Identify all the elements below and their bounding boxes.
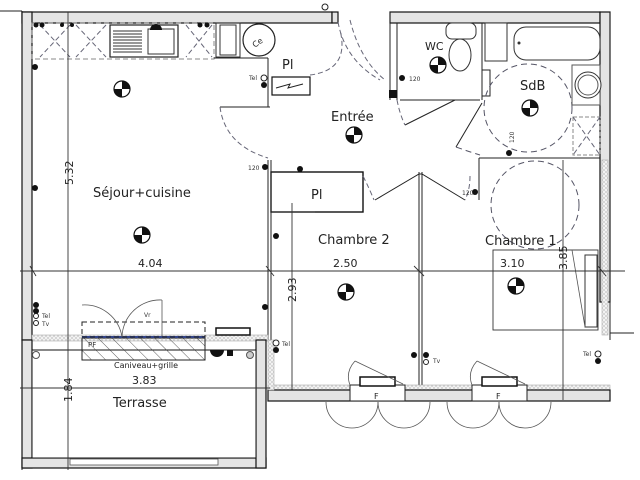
dim-sejour-width: 4.04 bbox=[138, 257, 163, 270]
dim-chambre2-height: 2.93 bbox=[286, 278, 299, 303]
room-label-chambre1: Chambre 1 bbox=[485, 234, 557, 249]
svg-text:Tel: Tel bbox=[41, 313, 50, 320]
room-label-entree: Entrée bbox=[331, 110, 374, 125]
window-f1: F bbox=[325, 360, 431, 429]
height-label: 120 bbox=[509, 131, 516, 143]
svg-text:Tel: Tel bbox=[582, 351, 591, 358]
boiler-ce bbox=[242, 23, 276, 57]
dimension-lines bbox=[20, 12, 625, 470]
walls-right-block bbox=[389, 11, 634, 340]
pf-label: PF bbox=[88, 341, 96, 349]
dim-terrasse-width: 3.83 bbox=[132, 374, 157, 387]
wc-block: 120 bbox=[389, 22, 483, 126]
caniveau-label: Caniveau+grille bbox=[114, 361, 178, 370]
vr-label: Vr bbox=[144, 312, 151, 319]
partitions-center bbox=[214, 19, 600, 385]
height-label: 120 bbox=[462, 190, 474, 197]
ceiling-light-chambre2 bbox=[337, 283, 355, 301]
dim-sejour-height: 5.32 bbox=[63, 161, 76, 186]
svg-text:120: 120 bbox=[248, 165, 260, 172]
kitchen-counter: Ce bbox=[31, 22, 276, 70]
room-label-terrasse: Terrasse bbox=[112, 396, 167, 411]
svg-text:Tel: Tel bbox=[281, 341, 290, 348]
window-label: F bbox=[374, 392, 379, 401]
window-label: F bbox=[496, 392, 501, 401]
ceiling-light-entree bbox=[345, 126, 363, 144]
dim-terrasse-height: 1.84 bbox=[62, 378, 75, 403]
window-f2: F bbox=[446, 360, 552, 429]
sdb-block: 120 bbox=[455, 22, 602, 156]
chambre1-furniture: 120 bbox=[462, 160, 599, 331]
height-label: 120 bbox=[409, 76, 421, 83]
dim-chambre1-width: 3.10 bbox=[500, 257, 525, 270]
room-label-wc: WC bbox=[425, 40, 444, 53]
svg-text:Tv: Tv bbox=[41, 321, 50, 328]
room-label-pl1: Pl bbox=[282, 58, 293, 73]
room-label-chambre2: Chambre 2 bbox=[318, 233, 390, 248]
dim-chambre1-height: 3.85 bbox=[557, 246, 570, 271]
room-label-sejour: Séjour+cuisine bbox=[93, 186, 191, 201]
svg-text:Tel: Tel bbox=[248, 75, 257, 82]
ceiling-light-sejour-top bbox=[113, 80, 131, 98]
svg-text:Tv: Tv bbox=[432, 358, 441, 365]
room-label-pl2: Pl bbox=[311, 188, 322, 203]
dim-chambre2-width: 2.50 bbox=[333, 257, 358, 270]
outlets: Tel 120 Tel Tv Tel bbox=[32, 3, 602, 365]
ceiling-light-sejour bbox=[133, 226, 151, 244]
ceiling-light-chambre1 bbox=[507, 277, 525, 295]
terrasse-block: PF Caniveau+grille Vr Tel Tv bbox=[21, 299, 267, 469]
ceiling-light-wc bbox=[429, 56, 447, 74]
room-label-sdb: SdB bbox=[520, 79, 545, 94]
ceiling-light-sdb bbox=[521, 99, 539, 117]
